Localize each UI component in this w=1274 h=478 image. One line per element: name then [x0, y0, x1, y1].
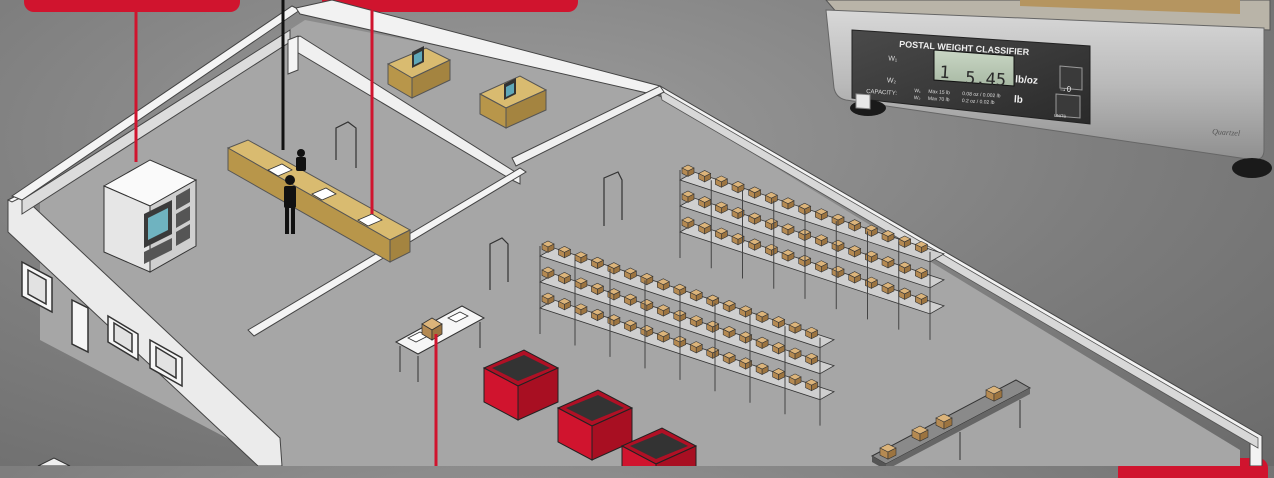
- scale-foot: [1232, 158, 1272, 178]
- scale-cap-w2: W₂: [914, 95, 921, 101]
- scale-row2-label: W₂: [887, 77, 897, 85]
- scale-row1-label: W₁: [888, 55, 898, 63]
- postal-scale: [826, 0, 1272, 178]
- scale-display-value: 5.45: [965, 68, 1007, 91]
- scale-units-key-label: UNITS: [1054, 113, 1067, 119]
- scale-unit-primary: lb/oz: [1015, 74, 1038, 86]
- warehouse-floorplan-illustration: POSTAL WEIGHT CLASSIFIER W₁ W₂ CAPACITY:…: [0, 0, 1274, 466]
- scale-cap-w1: W₁: [914, 88, 921, 94]
- scale-unit-secondary: lb: [1014, 94, 1024, 106]
- person-clerk: [296, 149, 306, 171]
- scale-display-left: 1: [939, 63, 950, 84]
- compass-icon: [38, 458, 70, 466]
- scale-zero-key-label: →0: [1058, 84, 1072, 94]
